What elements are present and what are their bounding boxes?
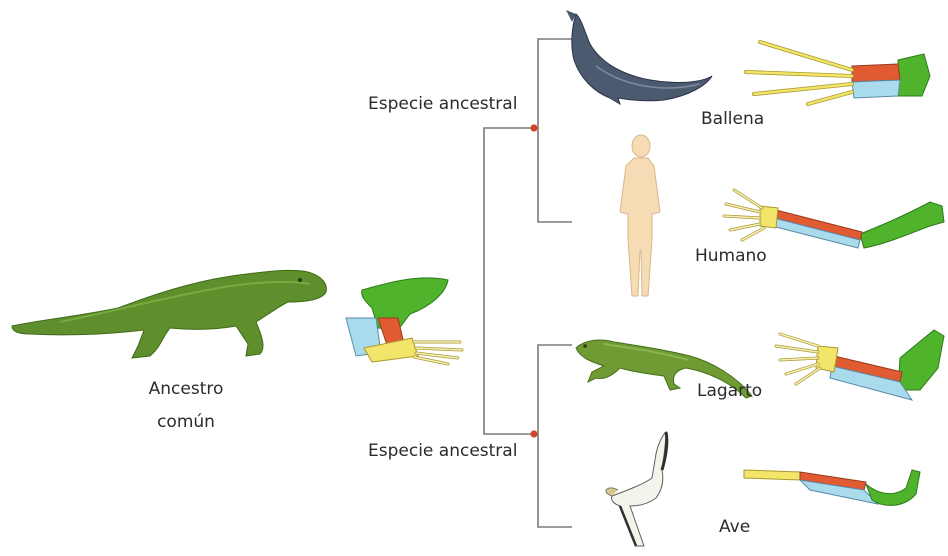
common-ancestor-label-line2: común [157, 414, 215, 431]
tree-top-branch [538, 39, 572, 222]
bottom-ancestral-species-label: Especie ancestral [368, 443, 517, 460]
common-ancestor-icon [12, 270, 326, 358]
bird-wing-icon [744, 470, 920, 505]
species-label-human: Humano [695, 248, 767, 265]
tree-main-branch [484, 128, 534, 434]
tree-bottom-branch [538, 345, 572, 527]
human-arm-icon [724, 190, 944, 248]
whale-icon [566, 10, 712, 104]
bottom-ancestor-node [530, 430, 537, 437]
bird-icon [606, 432, 667, 546]
species-label-bird: Ave [719, 519, 750, 536]
top-ancestral-species-label: Especie ancestral [368, 96, 517, 113]
human-icon [620, 135, 660, 296]
whale-flipper-icon [746, 42, 930, 104]
species-label-whale: Ballena [701, 111, 764, 128]
species-label-lizard: Lagarto [697, 383, 762, 400]
ancestor-limb-icon [346, 278, 462, 364]
common-ancestor-label-line1: Ancestro [149, 381, 224, 398]
lizard-limb-icon [776, 330, 944, 400]
top-ancestor-node [530, 124, 537, 131]
